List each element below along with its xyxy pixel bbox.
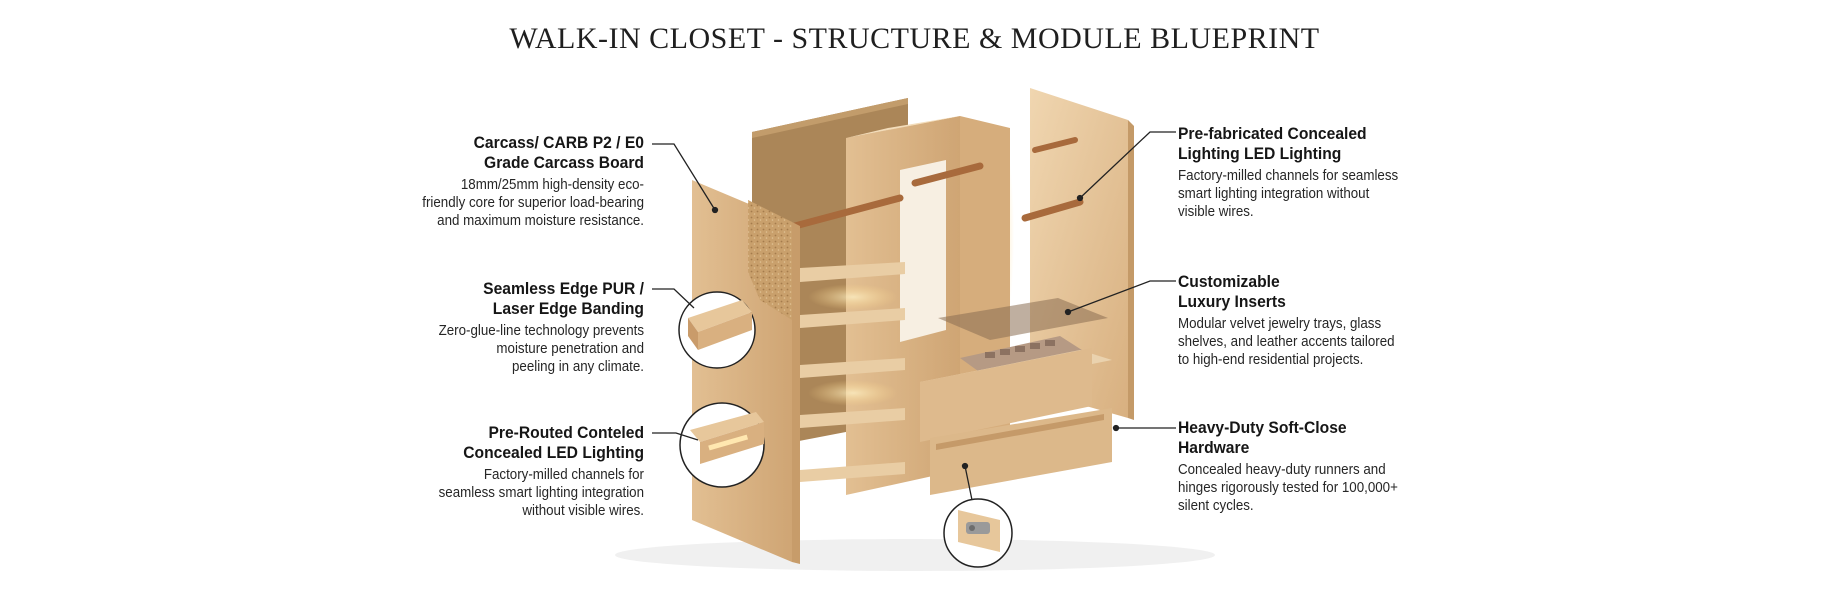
glass-shelf bbox=[938, 298, 1108, 340]
callout-prefab-led-heading: Pre-fabricated Concealed Lighting LED Li… bbox=[1178, 124, 1367, 163]
callout-edge-body: Zero-glue-line technology prevents moist… bbox=[438, 323, 644, 375]
callout-edge: Seamless Edge PUR / Laser Edge Banding Z… bbox=[344, 279, 644, 376]
callout-carcass: Carcass/ CARB P2 / E0 Grade Carcass Boar… bbox=[344, 133, 644, 230]
callout-inserts-body: Modular velvet jewelry trays, glass shel… bbox=[1178, 316, 1395, 368]
tower-opening bbox=[900, 160, 946, 342]
drawer-lower bbox=[930, 408, 1112, 495]
drawer-upper bbox=[920, 348, 1092, 442]
floor-shadow bbox=[615, 539, 1215, 571]
left-shelves bbox=[800, 262, 905, 482]
callout-hardware-heading: Heavy-Duty Soft-Close Hardware bbox=[1178, 418, 1347, 457]
callout-routed-led-heading: Pre-Routed Conteled Concealed LED Lighti… bbox=[463, 423, 644, 462]
callout-prefab-led: Pre-fabricated Concealed Lighting LED Li… bbox=[1178, 124, 1478, 221]
callout-carcass-body: 18mm/25mm high-density eco- friendly cor… bbox=[422, 177, 644, 229]
page-title: WALK-IN CLOSET - STRUCTURE & MODULE BLUE… bbox=[509, 22, 1320, 55]
detail-circle-hinge bbox=[943, 498, 1013, 568]
callout-hardware-body: Concealed heavy-duty runners and hinges … bbox=[1178, 462, 1398, 514]
callout-routed-led-body: Factory-milled channels for seamless sma… bbox=[438, 467, 644, 519]
detail-circle-edge bbox=[678, 291, 756, 369]
callout-edge-heading: Seamless Edge PUR / Laser Edge Banding bbox=[483, 279, 644, 318]
leader-lines bbox=[652, 131, 1176, 501]
callout-hardware: Heavy-Duty Soft-Close Hardware Concealed… bbox=[1178, 418, 1478, 515]
detail-circle-led bbox=[679, 402, 765, 488]
exposed-core bbox=[748, 200, 792, 320]
hanging-rod-left bbox=[791, 194, 904, 230]
callout-routed-led: Pre-Routed Conteled Concealed LED Lighti… bbox=[344, 423, 644, 520]
callout-inserts: Customizable Luxury Inserts Modular velv… bbox=[1178, 272, 1478, 369]
hanging-rod-center bbox=[911, 162, 984, 187]
hanging-rod-right bbox=[1021, 198, 1084, 222]
callout-carcass-heading: Carcass/ CARB P2 / E0 Grade Carcass Boar… bbox=[473, 133, 644, 172]
callout-inserts-heading: Customizable Luxury Inserts bbox=[1178, 272, 1286, 311]
callout-prefab-led-body: Factory-milled channels for seamless sma… bbox=[1178, 168, 1399, 220]
right-side-panel bbox=[1030, 88, 1128, 418]
